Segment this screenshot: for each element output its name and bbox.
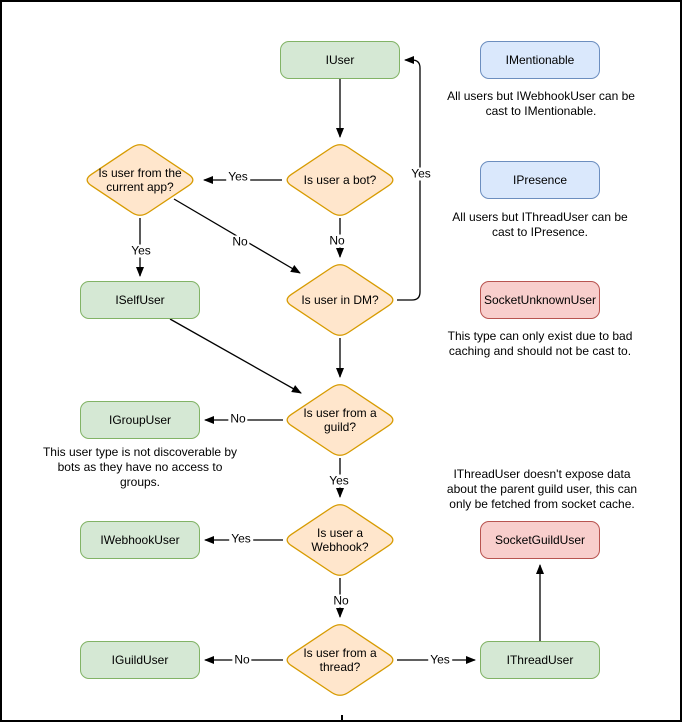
- note-igroupuser: This user type is not discoverable by bo…: [42, 445, 238, 489]
- edge-label-dm-yes: Yes: [409, 166, 433, 181]
- diamond-shape: [286, 624, 394, 696]
- note-socketguilduser: IThreadUser doesn't expose data about th…: [446, 467, 638, 511]
- note-imentionable: All users but IWebhookUser can be cast t…: [447, 89, 635, 118]
- edge-label-thread-no: No: [232, 652, 252, 667]
- edge-label-bot-yes: Yes: [226, 169, 250, 184]
- diamond-shape: [286, 384, 394, 456]
- decision-label: Is user a bot?: [303, 172, 377, 187]
- decision-label: Is user from the current app?: [98, 165, 182, 194]
- edge-label-currentapp-yes: Yes: [129, 243, 153, 258]
- decision-label: Is user from a thread?: [303, 645, 377, 674]
- decision-is-user-from-current-app: Is user from the current app?: [83, 142, 197, 218]
- node-ithreaduser: IThreadUser: [480, 641, 600, 679]
- decision-is-user-in-dm: Is user in DM?: [283, 262, 397, 338]
- edge-label-webhook-no: No: [331, 593, 351, 608]
- node-imentionable: IMentionable: [480, 41, 600, 79]
- edge-label-webhook-yes: Yes: [229, 531, 253, 546]
- node-ipresence: IPresence: [480, 161, 600, 199]
- node-iuser: IUser: [280, 41, 400, 79]
- edge-label-guild-yes: Yes: [327, 473, 351, 488]
- edge-label-thread-yes: Yes: [428, 652, 452, 667]
- edge-label-guild-no: No: [228, 411, 248, 426]
- node-iselfuser: ISelfUser: [80, 281, 200, 319]
- diamond-shape: [286, 144, 394, 216]
- decision-label: Is user in DM?: [301, 292, 379, 307]
- node-socketguilduser: SocketGuildUser: [480, 521, 600, 559]
- edge-label-currentapp-no: No: [230, 234, 250, 249]
- diamond-shape: [286, 264, 394, 336]
- node-igroupuser: IGroupUser: [80, 401, 200, 439]
- node-socketunknownuser: SocketUnknownUser: [480, 281, 600, 319]
- edge-iselfuser-to-guild: [169, 318, 302, 394]
- diamond-shape: [86, 144, 194, 216]
- node-iwebhookuser: IWebhookUser: [80, 521, 200, 559]
- decision-label: Is user from a guild?: [303, 405, 377, 434]
- decision-is-user-from-thread: Is user from a thread?: [283, 622, 397, 698]
- decision-is-user-from-guild: Is user from a guild?: [283, 382, 397, 458]
- edge-label-bot-no: No: [327, 233, 347, 248]
- page-boundary-tick: [341, 715, 343, 722]
- note-socketunknownuser: This type can only exist due to bad cach…: [447, 329, 633, 358]
- decision-label: Is user a Webhook?: [311, 525, 369, 554]
- decision-is-user-a-bot: Is user a bot?: [283, 142, 397, 218]
- note-ipresence: All users but IThreadUser can be cast to…: [452, 210, 628, 239]
- diamond-shape: [286, 504, 394, 576]
- decision-is-user-a-webhook: Is user a Webhook?: [283, 502, 397, 578]
- node-iguilduser: IGuildUser: [80, 641, 200, 679]
